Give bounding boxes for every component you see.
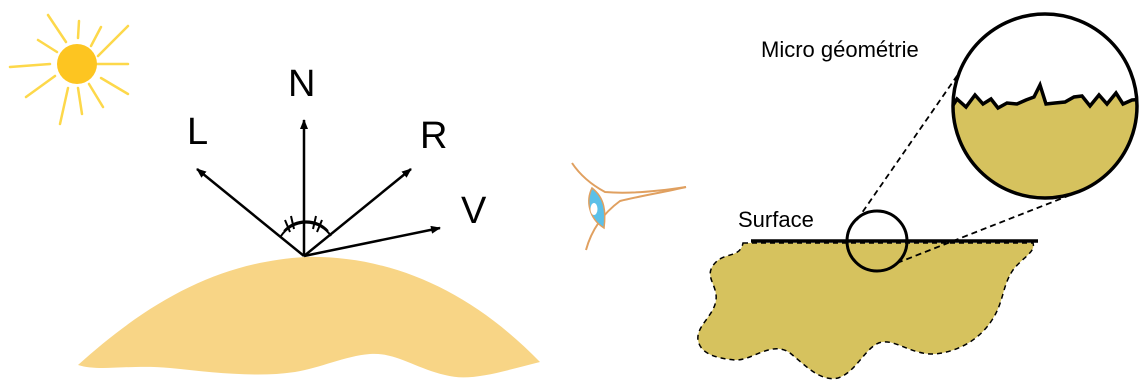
zoom-connector-lines bbox=[856, 59, 1074, 264]
view-vector bbox=[303, 225, 441, 258]
light-vector bbox=[196, 168, 305, 257]
angle-arcs bbox=[280, 215, 332, 237]
label-surface: Surface bbox=[738, 207, 814, 232]
rough-surface bbox=[697, 242, 1035, 380]
label-r: R bbox=[420, 115, 447, 157]
label-v: V bbox=[461, 190, 487, 232]
zoom-circle bbox=[951, 12, 1139, 200]
label-micro-geometry: Micro géométrie bbox=[761, 37, 919, 62]
curved-surface bbox=[78, 256, 540, 378]
label-l: L bbox=[187, 111, 208, 153]
eye-icon bbox=[571, 162, 687, 251]
reflection-vector bbox=[303, 168, 412, 257]
micro-geometry-zoom bbox=[953, 14, 1137, 198]
label-n: N bbox=[288, 63, 315, 105]
vector-arrows bbox=[196, 119, 441, 258]
sun-icon bbox=[8, 13, 130, 126]
magnifier-circle bbox=[845, 209, 909, 273]
